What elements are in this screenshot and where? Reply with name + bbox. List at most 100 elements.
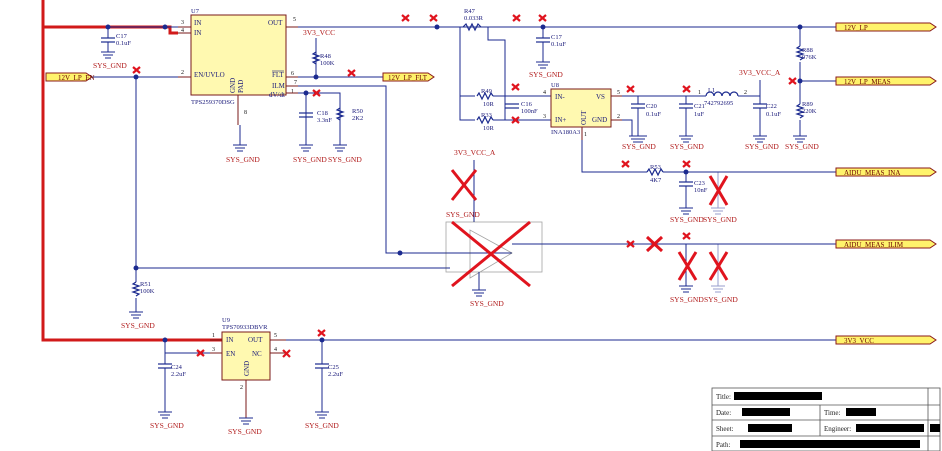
u9-pinnum-3: 3 <box>212 347 215 353</box>
c24-c25: C24 2.2uF C25 2.2uF SYS_GND SYS_GND SYS_… <box>150 340 343 436</box>
gnd-label: SYS_GND <box>529 70 563 79</box>
u7-pin-pad: PAD <box>237 80 245 93</box>
r47-val: 0.033R <box>464 15 484 22</box>
tp-marker <box>682 232 691 240</box>
tp-marker <box>312 89 321 97</box>
gnd-label: SYS_GND <box>670 295 704 304</box>
u7-pinnum-7: 7 <box>294 80 297 86</box>
tb-title-label: Title: <box>716 393 731 401</box>
u9-pinnum-1: 1 <box>212 333 215 339</box>
tb-date-label: Date: <box>716 409 731 417</box>
port-12v-lp-en: 12V_LP_EN <box>45 72 95 82</box>
u7-pinnum-5: 5 <box>293 17 296 23</box>
r48-ref: R48 <box>320 53 331 60</box>
redacted-date <box>742 408 790 416</box>
redacted-path <box>740 440 920 448</box>
tp-marker <box>196 349 205 357</box>
u9-pinnum-4: 4 <box>274 347 277 353</box>
tp-marker <box>317 329 326 337</box>
port-12v-lp-en-label: 12V_LP_EN <box>58 74 95 82</box>
c17b-val: 0.1uF <box>551 41 566 48</box>
tp-marker <box>621 160 630 168</box>
ina-output-filter: R53 4K7 C23 10nF SYS_GND SYS_GND <box>628 164 836 224</box>
u7-pin-en: EN/UVLO <box>194 71 225 79</box>
gnd-label: SYS_GND <box>305 421 339 430</box>
port-12v-lp-flt: 12V_LP_FLT <box>382 72 435 82</box>
gnd-label: SYS_GND <box>226 155 260 164</box>
redacted-extra <box>930 424 940 432</box>
redacted-time <box>846 408 876 416</box>
c17-right: C17 0.1uF SYS_GND <box>529 27 566 79</box>
c25-ref: C25 <box>328 364 339 371</box>
tb-sheet-label: Sheet: <box>716 425 734 433</box>
u7-pinnum-8: 8 <box>244 110 247 116</box>
c18-ref: C18 <box>317 110 328 117</box>
r49-ref: R49 <box>481 88 492 95</box>
port-aidu-meas-ina-label: AIDU_MEAS_INA <box>844 169 900 177</box>
gnd-label: SYS_GND <box>785 142 819 151</box>
u9-pin-in: IN <box>226 336 233 344</box>
u9-pin-en: EN <box>226 350 235 358</box>
ilim-comparator-nofit: 3V3_VCC_A SYS_GND SYS_GND <box>445 148 836 308</box>
tp-marker <box>682 85 691 93</box>
u8-part: INA180A3 <box>551 129 580 136</box>
r88-val: 976K <box>802 54 817 61</box>
r89-val: 220K <box>802 108 817 115</box>
c17a-ref: C17 <box>116 33 128 40</box>
r51-resistor: R51 100K SYS_GND <box>121 265 155 330</box>
tp-marker <box>511 116 520 124</box>
u7-pin-in2: IN <box>194 29 201 37</box>
c16-val: 100nF <box>521 108 538 115</box>
r33-val: 10R <box>483 125 495 132</box>
u9-pin-gnd: GND <box>243 361 251 376</box>
gnd-label: SYS_GND <box>704 295 738 304</box>
c22-val: 0.1uF <box>766 111 781 118</box>
gnd-label: SYS_GND <box>745 142 779 151</box>
r51-ref: R51 <box>140 281 151 288</box>
c23-ref: C23 <box>694 180 705 187</box>
u9-pinnum-2: 2 <box>240 385 243 391</box>
u7-pinnum-4: 4 <box>181 28 184 34</box>
r49-r33: R49 10R R33 10R <box>476 88 551 132</box>
tp-marker <box>132 66 141 74</box>
c23-val: 10nF <box>694 187 708 194</box>
u7-pinnum-1: 1 <box>291 89 294 95</box>
l1-val: 742792695 <box>704 100 733 107</box>
gnd-label: SYS_GND <box>446 210 480 219</box>
net-3v3-vcc-a: 3V3_VCC_A <box>454 148 496 157</box>
c17-left: C17 0.1uF SYS_GND <box>93 27 131 70</box>
u8-pin-out: OUT <box>580 110 588 125</box>
c21-val: 1uF <box>694 111 705 118</box>
tp-marker <box>788 77 797 85</box>
u7-pinnum-2: 2 <box>181 70 184 76</box>
u8-pinnum-4: 4 <box>543 90 546 96</box>
l1-inductor-c22: L1 742792695 1 2 C22 0.1uF SYS_GND 3V3_V… <box>698 68 781 151</box>
c25-val: 2.2uF <box>328 371 343 378</box>
u7-pin-dvdt: dV/dt <box>269 91 285 99</box>
u9-ref: U9 <box>222 317 230 324</box>
tp-marker <box>511 83 520 91</box>
tp-marker <box>512 14 521 22</box>
l1-ref: L1 <box>708 87 715 94</box>
port-aidu-meas-ilim: AIDU_MEAS_ILIM <box>835 239 937 249</box>
u9-pin-nc: NC <box>252 350 262 358</box>
c18-val: 3.3nF <box>317 117 332 124</box>
u8-pinnum-1: 1 <box>584 132 587 138</box>
net-3v3-vcc: 3V3_VCC <box>303 28 335 37</box>
tp-marker <box>682 160 691 168</box>
c22-ref: C22 <box>766 103 777 110</box>
c24-val: 2.2uF <box>171 371 186 378</box>
c20-c21: C20 0.1uF C21 1uF SYS_GND SYS_GND <box>622 96 705 151</box>
gnd-label: SYS_GND <box>93 61 127 70</box>
u8-pin-vs: VS <box>596 93 605 101</box>
u8-pin-gnd: GND <box>592 116 607 124</box>
port-aidu-meas-ilim-label: AIDU_MEAS_ILIM <box>844 241 904 249</box>
u9-pin-out: OUT <box>248 336 263 344</box>
r47-ref: R47 <box>464 8 476 15</box>
u9-part: TPS70933DBVR <box>222 324 268 331</box>
u7-ref: U7 <box>191 8 200 15</box>
tp-marker <box>626 240 635 248</box>
l1-pin2: 2 <box>744 90 747 96</box>
gnd-label: SYS_GND <box>328 155 362 164</box>
r89-ref: R89 <box>802 101 813 108</box>
